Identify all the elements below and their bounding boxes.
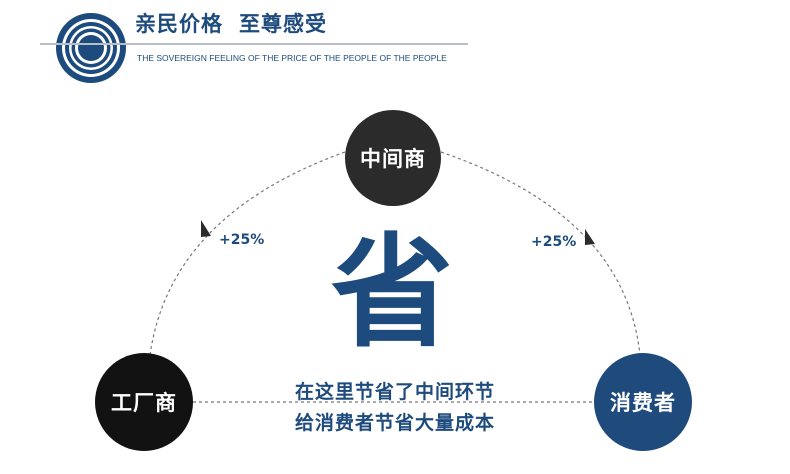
middleman-node: 中间商 (345, 110, 441, 206)
arrow-right-icon (585, 229, 595, 245)
message-line-2: 给消费者节省大量成本 (294, 412, 495, 434)
header-title: 亲民价格至尊感受 (135, 8, 327, 38)
header: 亲民价格至尊感受 THE SOVEREIGN FEELING OF THE PR… (0, 0, 790, 95)
consumer-node: 消费者 (594, 353, 692, 451)
header-divider (40, 43, 468, 45)
title-part-1: 亲民价格 (135, 12, 223, 36)
factory-node: 工厂商 (95, 353, 193, 451)
title-part-2: 至尊感受 (239, 12, 327, 36)
concentric-rings-logo-icon (56, 13, 126, 83)
arc-middleman-to-consumer (440, 151, 641, 356)
arrow-left-icon (201, 220, 211, 237)
markup-label-left: +25% (219, 232, 265, 248)
arc-factory-to-middleman (149, 151, 346, 356)
header-subtitle: THE SOVEREIGN FEELING OF THE PRICE OF TH… (137, 53, 447, 63)
markup-label-right: +25% (531, 234, 577, 250)
savings-character: 省 (331, 220, 453, 364)
message-line-1: 在这里节省了中间环节 (294, 381, 495, 403)
